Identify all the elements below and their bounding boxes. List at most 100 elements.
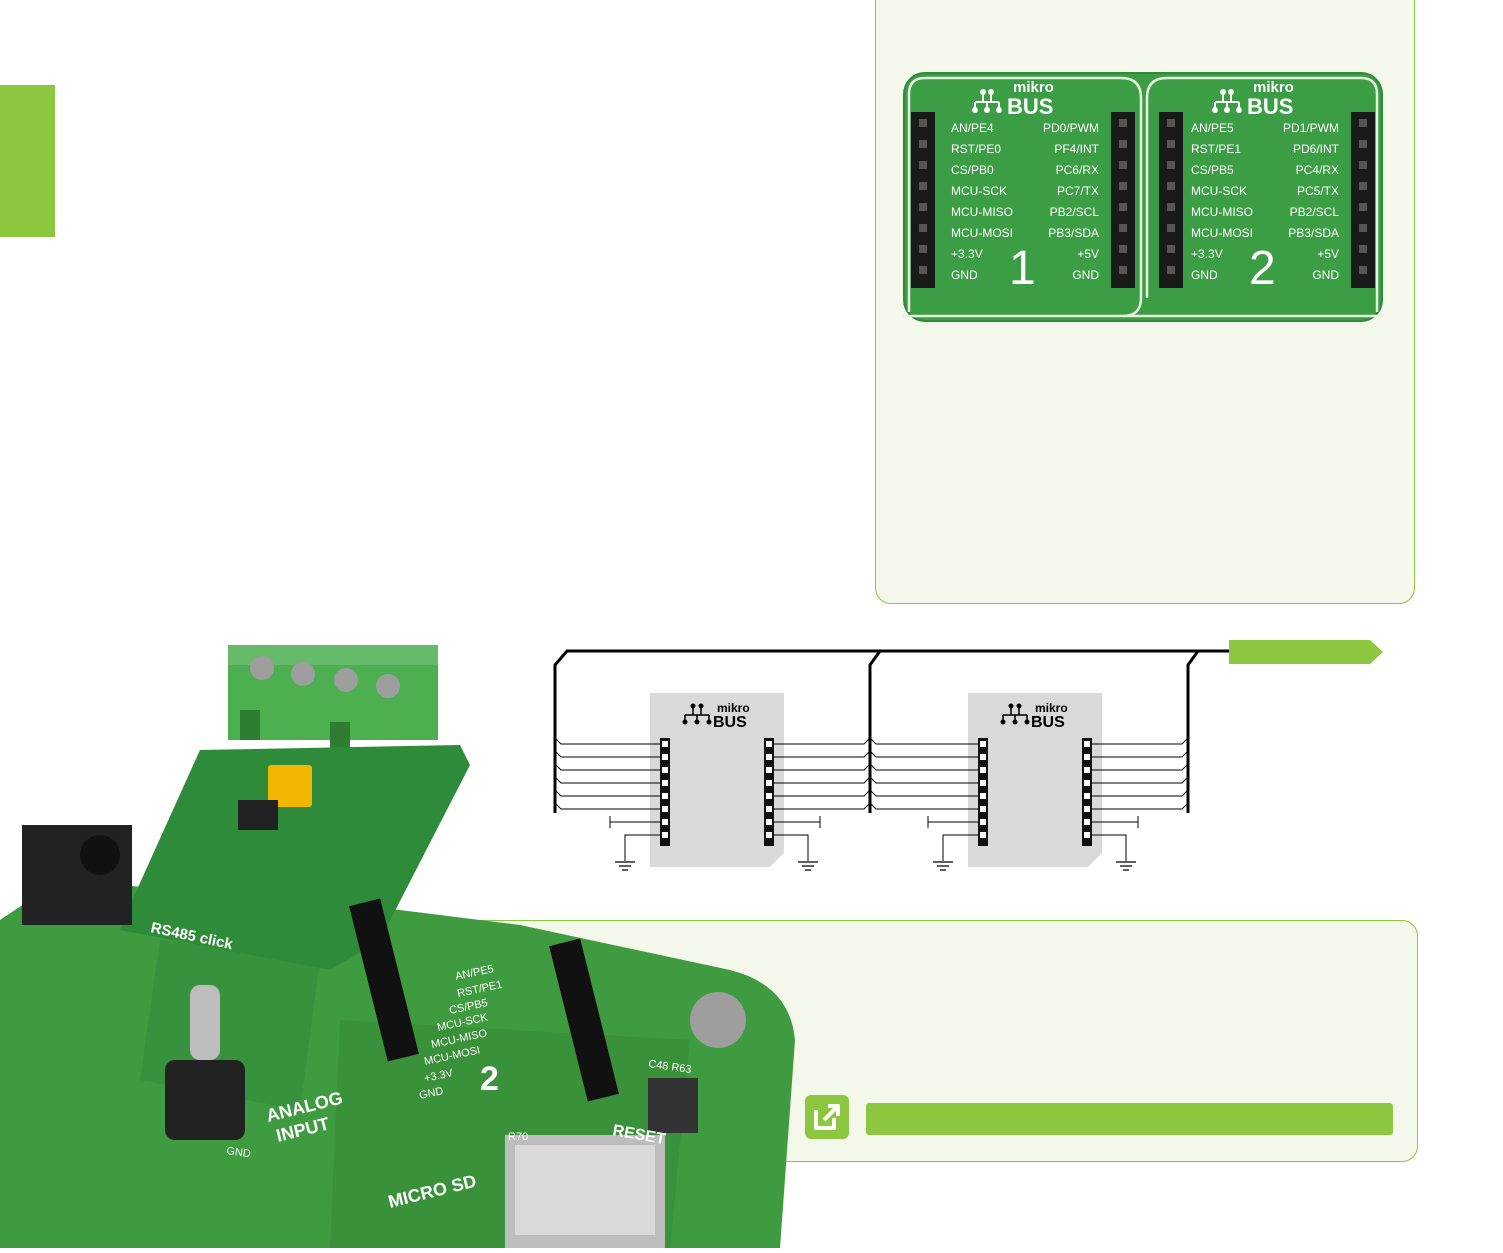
socket1-right-pin: PB2/SCL bbox=[1050, 205, 1100, 219]
socket1-left-pin: MCU-MISO bbox=[951, 205, 1013, 219]
schematic-pin bbox=[1084, 754, 1090, 760]
link-bar[interactable] bbox=[866, 1103, 1393, 1135]
ground-line-left bbox=[624, 834, 660, 861]
socket2-left-pin: MCU-MOSI bbox=[1191, 226, 1253, 240]
header-pin bbox=[919, 161, 927, 169]
schematic-header bbox=[1082, 738, 1092, 846]
schematic-logo-dot bbox=[1012, 719, 1018, 725]
schematic-pin bbox=[766, 806, 772, 812]
socket1-right-pin: GND bbox=[1072, 268, 1099, 282]
pin-header bbox=[1351, 112, 1375, 288]
signal-line-right bbox=[774, 763, 871, 771]
header-pin bbox=[919, 266, 927, 274]
schematic-header bbox=[978, 738, 988, 846]
power-line-left bbox=[609, 816, 660, 828]
socket1-left-pin: RST/PE0 bbox=[951, 142, 1001, 156]
signal-line-left bbox=[554, 750, 660, 758]
signal-line-left bbox=[869, 802, 978, 810]
logo-bus-text: BUS bbox=[1247, 94, 1293, 119]
signal-line-left bbox=[554, 802, 660, 810]
schematic-pin bbox=[1084, 741, 1090, 747]
schematic-logo-dot bbox=[694, 719, 700, 725]
header-pin bbox=[1359, 140, 1367, 148]
schematic-pin bbox=[766, 741, 772, 747]
ground-line-right bbox=[774, 834, 809, 861]
ground-icon bbox=[798, 861, 818, 871]
schematic-pin bbox=[662, 832, 668, 838]
socket2-left-pin: GND bbox=[1191, 268, 1218, 282]
header-pin bbox=[1119, 203, 1127, 211]
socket1-left-pin: MCU-SCK bbox=[951, 184, 1007, 198]
header-pin bbox=[1119, 119, 1127, 127]
schematic-pin bbox=[1084, 819, 1090, 825]
schematic-pin bbox=[662, 741, 668, 747]
silk-gnd: GND bbox=[226, 1145, 252, 1160]
socket1-left-pin: MCU-MOSI bbox=[951, 226, 1013, 240]
header-pin bbox=[1359, 119, 1367, 127]
socket2-right-pin: PC4/RX bbox=[1296, 163, 1339, 177]
schematic-logo-dot bbox=[682, 719, 688, 725]
board-photo: RS485 click ANALOG INPUT RESET MICRO SD … bbox=[0, 640, 800, 1248]
power-line-right bbox=[1092, 816, 1139, 828]
socket1-right-pin: PF4/INT bbox=[1054, 142, 1099, 156]
socket1-left-pin: +3.3V bbox=[951, 247, 983, 261]
ground-icon bbox=[615, 861, 635, 871]
header-pin bbox=[1167, 182, 1175, 190]
signal-line-left bbox=[554, 763, 660, 771]
signal-line-right bbox=[774, 750, 871, 758]
socket2-left-pin: AN/PE5 bbox=[1191, 121, 1234, 135]
socket2-left-pin: +3.3V bbox=[1191, 247, 1223, 261]
header-pin bbox=[1119, 224, 1127, 232]
signal-line-right bbox=[1092, 737, 1189, 745]
socket1-left-pin: AN/PE4 bbox=[951, 121, 994, 135]
ground-icon bbox=[1116, 861, 1136, 871]
schematic-pin bbox=[980, 832, 986, 838]
schematic-logo-dot bbox=[1016, 703, 1022, 709]
schematic-header bbox=[660, 738, 670, 846]
socket1-right-pin: PB3/SDA bbox=[1048, 226, 1099, 240]
socket2-right-pin: PB2/SCL bbox=[1290, 205, 1340, 219]
socket1-number: 1 bbox=[1009, 242, 1036, 295]
external-link-icon[interactable] bbox=[805, 1095, 849, 1139]
socket2-right-pin: +5V bbox=[1317, 247, 1339, 261]
header-pin bbox=[919, 224, 927, 232]
schematic-pin bbox=[1084, 780, 1090, 786]
header-pin bbox=[1167, 203, 1175, 211]
schematic-socket-body bbox=[650, 693, 784, 867]
signal-line-right bbox=[1092, 750, 1189, 758]
signal-line-left bbox=[869, 763, 978, 771]
mikrobus-logo-1: mikro BUS bbox=[972, 79, 1054, 119]
socket2-right-pin: PD1/PWM bbox=[1283, 121, 1339, 135]
socket2-left-pin: MCU-MISO bbox=[1191, 205, 1253, 219]
schematic-logo-lines bbox=[684, 707, 710, 721]
signal-line-right bbox=[774, 737, 871, 745]
schematic-pin bbox=[662, 780, 668, 786]
mikrobus-logo-2: mikro BUS bbox=[1212, 79, 1294, 119]
header-pin bbox=[1167, 245, 1175, 253]
header-pin bbox=[1119, 161, 1127, 169]
header-pin bbox=[1359, 266, 1367, 274]
signal-line-right bbox=[774, 776, 871, 784]
schematic-socket-body bbox=[968, 693, 1102, 867]
schematic-logo-bus: BUS bbox=[713, 714, 747, 731]
socket2-right-pin: PB3/SDA bbox=[1288, 226, 1339, 240]
socket2-right-pin: PC5/TX bbox=[1297, 184, 1339, 198]
socket2-left-pin: RST/PE1 bbox=[1191, 142, 1241, 156]
pin-header bbox=[911, 112, 935, 288]
pin-header bbox=[1159, 112, 1183, 288]
signal-line-right bbox=[1092, 763, 1189, 771]
schematic-pin bbox=[766, 819, 772, 825]
signal-line-left bbox=[554, 737, 660, 745]
signal-line-left bbox=[869, 737, 978, 745]
silk-pin: GND bbox=[418, 1085, 444, 1102]
schematic-pin bbox=[980, 754, 986, 760]
schematic-pin bbox=[766, 767, 772, 773]
schematic-pin bbox=[980, 806, 986, 812]
header-pin bbox=[1359, 224, 1367, 232]
signal-line-right bbox=[1092, 802, 1189, 810]
silk-socket-number: 2 bbox=[480, 1060, 499, 1098]
header-pin bbox=[1119, 266, 1127, 274]
signal-line-right bbox=[1092, 776, 1189, 784]
header-pin bbox=[1359, 182, 1367, 190]
signal-line-right bbox=[774, 802, 871, 810]
